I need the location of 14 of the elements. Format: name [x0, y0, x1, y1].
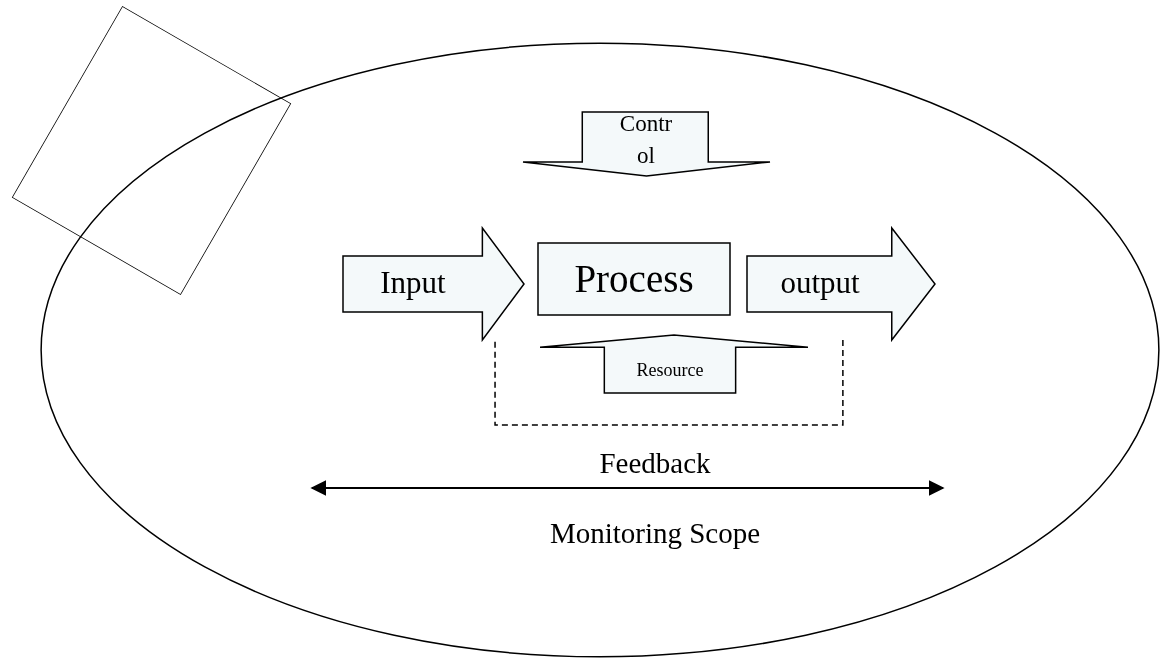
node-text: Monitoring Scope	[549, 517, 761, 549]
feedback-label: Feedback	[599, 447, 711, 479]
node-text: Process	[574, 255, 694, 302]
resource-arrow	[540, 335, 808, 393]
feedback-loop-line	[494, 339, 844, 426]
node-text: Input	[380, 263, 446, 302]
node-text: Resource	[636, 358, 704, 382]
input-arrow	[343, 228, 524, 340]
node-text: Control	[619, 111, 673, 168]
output-arrow	[747, 228, 935, 340]
control-arrow	[523, 112, 770, 176]
scope-ellipse	[40, 42, 1160, 658]
node-text: output	[780, 263, 860, 302]
process-box	[538, 243, 730, 315]
